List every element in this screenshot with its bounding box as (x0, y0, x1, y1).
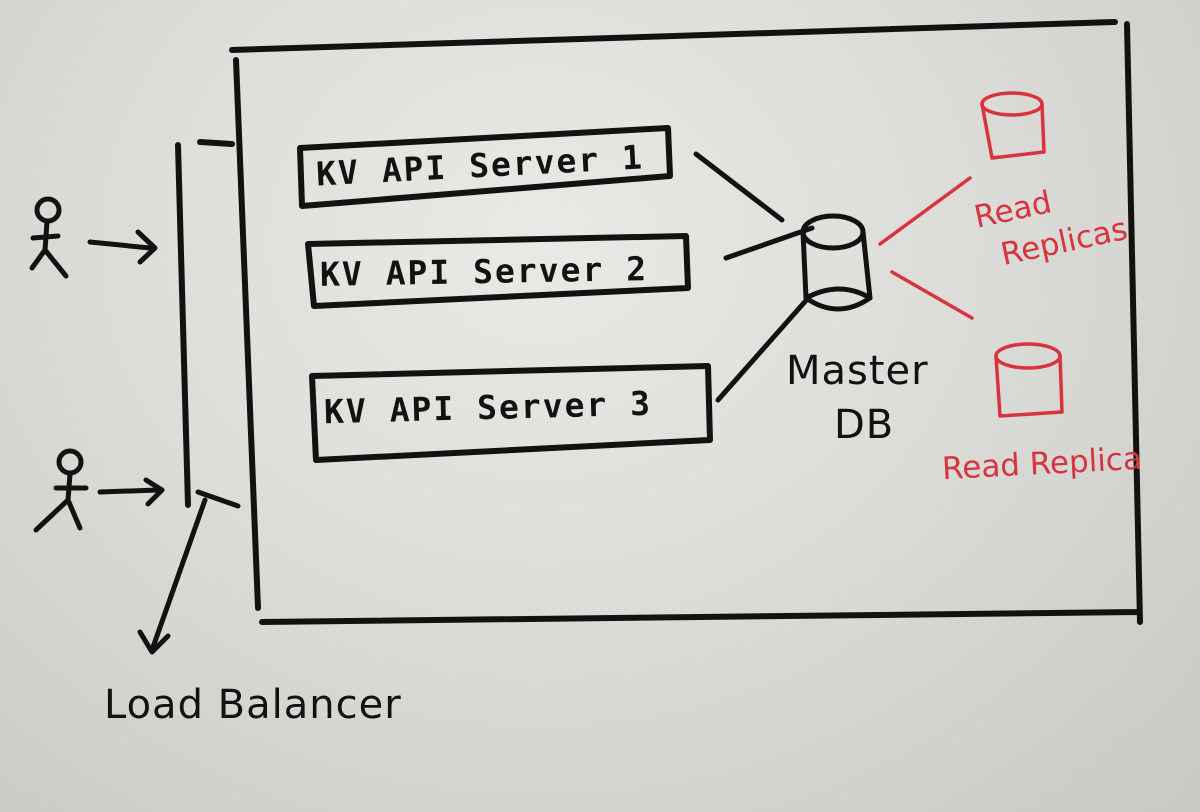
replica-cylinder-top (980, 91, 1046, 160)
user-icon-1 (29, 196, 69, 279)
server-label-2: KV API Server 2 (319, 249, 649, 294)
link-server1-db (693, 151, 785, 223)
load-balancer-bar (175, 139, 235, 508)
load-balancer-label: Load Balancer (104, 682, 402, 728)
load-balancer-arrow (137, 489, 241, 655)
user-1-arrow (87, 229, 158, 265)
master-db-label-line2: DB (834, 402, 895, 448)
replica-cylinder-bottom (994, 342, 1064, 418)
link-server3-db (715, 293, 813, 403)
server-box-1 (297, 125, 673, 209)
server-box-3 (309, 363, 713, 463)
user-icon-2 (33, 448, 89, 533)
master-db-label-line1: Master (786, 348, 929, 394)
link-db-replicas-top (878, 176, 972, 246)
link-server2-db (723, 225, 815, 261)
master-db-cylinder (800, 213, 873, 312)
system-boundary (229, 19, 1143, 625)
server-box-2 (305, 233, 691, 309)
user-2-arrow (97, 477, 165, 507)
link-db-replica-bottom (890, 270, 974, 320)
